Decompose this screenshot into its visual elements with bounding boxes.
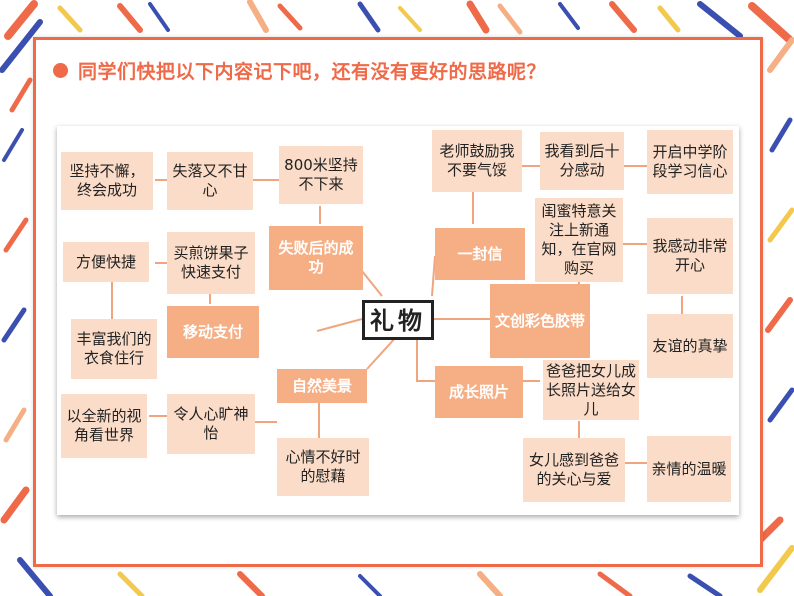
photos-node-1: 爸爸把女儿成长照片送给女儿 [543, 360, 639, 420]
heading-text: 同学们快把以下内容记下吧，还有没有更好的思路呢？ [78, 60, 547, 83]
center-node: 礼物 [362, 300, 434, 340]
slide-heading: 同学们快把以下内容记下吧，还有没有更好的思路呢？ [53, 56, 546, 84]
tape-node-1: 闺蜜特意关注上新通知，在官网购买 [535, 198, 623, 282]
branch-photos: 成长照片 [435, 366, 523, 418]
nature-node-2: 令人心旷神怡 [167, 394, 255, 454]
branch-letter: 一封信 [435, 228, 525, 280]
tape-node-2: 我感动非常开心 [647, 218, 733, 294]
fail-success-node-1: 800米坚持不下来 [279, 146, 363, 204]
fail-success-node-3: 坚持不懈，终会成功 [61, 152, 153, 210]
photos-node-3: 亲情的温暖 [647, 436, 731, 502]
bullet-dot-icon [53, 62, 68, 78]
mind-map: 礼物 失败后的成功 800米坚持不下来 失落又不甘心 坚持不懈，终会成功 移动支… [57, 126, 739, 515]
photos-node-2: 女儿感到爸爸的关心与爱 [523, 438, 625, 502]
letter-node-2: 我看到后十分感动 [540, 132, 624, 190]
fail-success-node-2: 失落又不甘心 [167, 152, 253, 210]
branch-nature: 自然美景 [277, 369, 367, 403]
nature-node-3: 以全新的视角看世界 [61, 394, 147, 458]
tape-node-3: 友谊的真挚 [647, 314, 733, 378]
branch-mobile-pay: 移动支付 [167, 306, 259, 358]
mobile-pay-node-3: 丰富我们的衣食住行 [71, 319, 157, 379]
branch-tape: 文创彩色胶带 [490, 284, 590, 358]
branch-fail-success: 失败后的成功 [269, 226, 363, 290]
nature-node-1: 心情不好时的慰藉 [277, 438, 369, 496]
letter-node-1: 老师鼓励我不要气馁 [432, 130, 522, 192]
mobile-pay-node-2: 方便快捷 [63, 242, 149, 282]
mobile-pay-node-1: 买煎饼果子快速支付 [167, 232, 255, 294]
letter-node-3: 开启中学阶段学习信心 [647, 130, 733, 194]
